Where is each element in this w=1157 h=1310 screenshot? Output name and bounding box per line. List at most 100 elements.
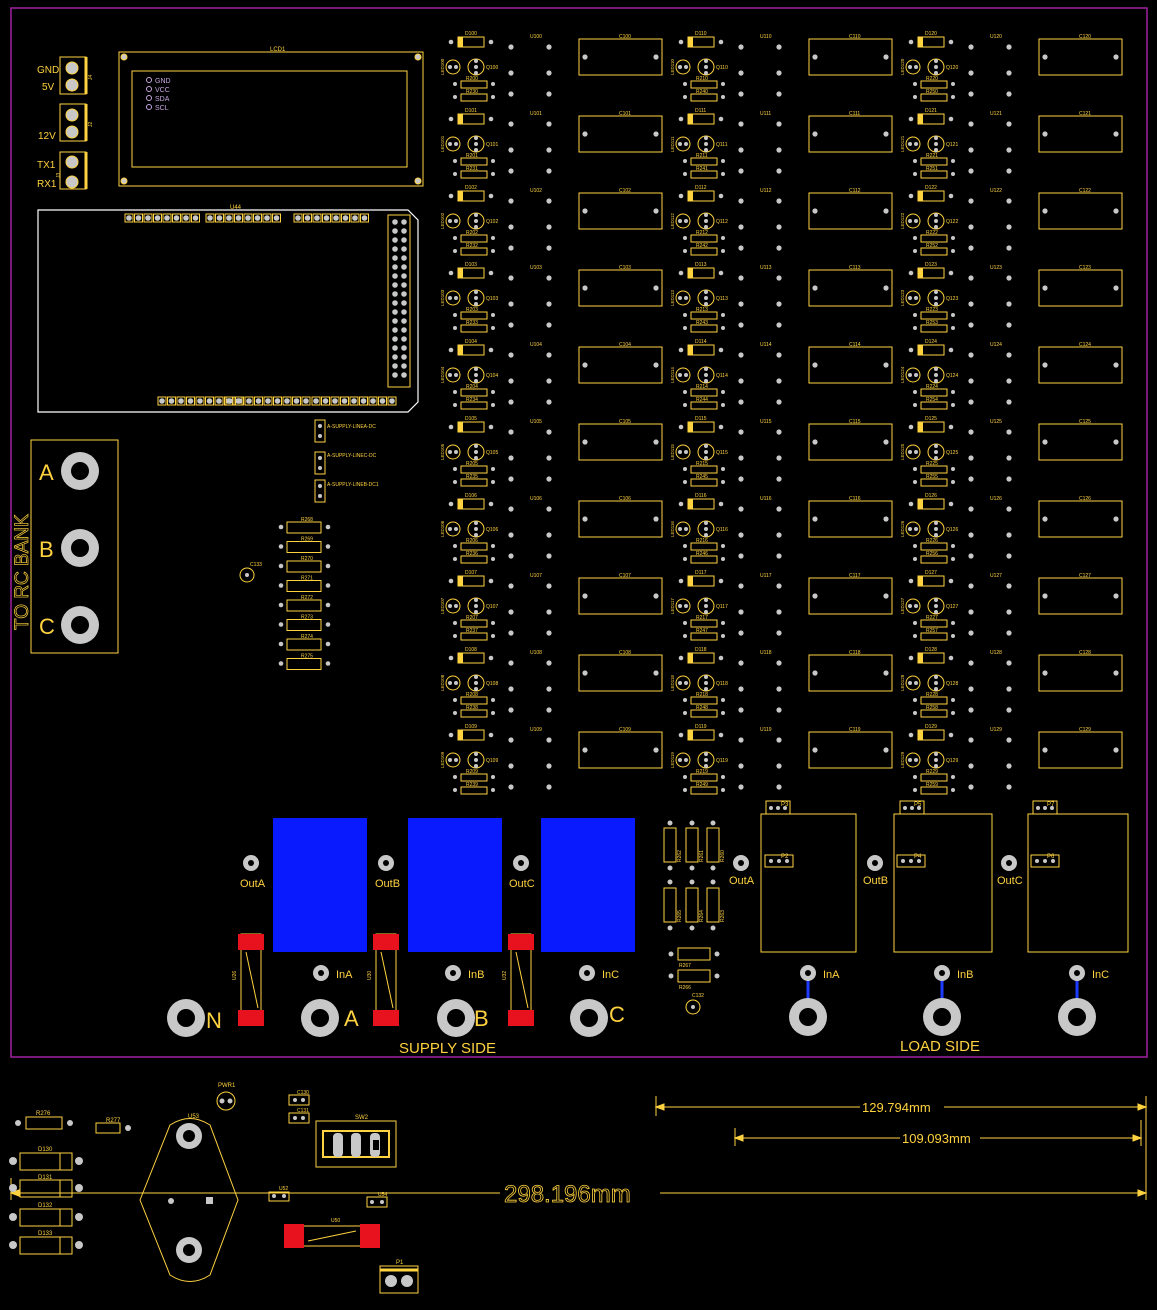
led-label: LED124 xyxy=(900,366,905,383)
mcu-pin-frame xyxy=(162,213,172,223)
ic-pad xyxy=(776,660,782,666)
resistor-pad xyxy=(491,775,495,779)
led-outline xyxy=(445,752,461,768)
capacitor-label: C127 xyxy=(1079,573,1091,579)
load-in-pads xyxy=(800,965,1085,981)
ic-pad xyxy=(738,399,744,405)
led-outline xyxy=(905,675,921,691)
resistor-pad xyxy=(683,634,687,638)
resistor-body xyxy=(690,555,718,564)
resistor-body xyxy=(920,401,948,410)
diode-label: D122 xyxy=(925,185,937,191)
transistor-label: Q110 xyxy=(716,65,728,71)
transistor-pin xyxy=(934,59,938,63)
mcu-header-pin xyxy=(392,246,398,252)
diode-pad xyxy=(488,578,494,584)
resistor-pad xyxy=(491,403,495,407)
fuse-u30: U30 xyxy=(367,971,373,980)
ic-label: U102 xyxy=(530,188,542,194)
ic-pad xyxy=(546,660,552,666)
mcu-pin xyxy=(226,215,232,221)
diode-cathode-band xyxy=(688,114,693,124)
ic-pad xyxy=(546,553,552,559)
diode-pad xyxy=(488,655,494,661)
resistor-body xyxy=(460,93,488,102)
resistor-pad xyxy=(951,403,955,407)
capacitor-body xyxy=(1038,346,1123,384)
mcu-pin xyxy=(284,398,290,404)
diode-pad xyxy=(908,270,914,276)
mcu-pin-frame xyxy=(167,396,176,406)
mcu-pin-frame xyxy=(330,396,340,406)
ic-pad xyxy=(968,275,974,281)
mcu-pin-frame xyxy=(153,213,162,223)
mcu-pin xyxy=(183,215,189,221)
resistor-body xyxy=(920,93,948,102)
capacitor-body xyxy=(1038,500,1123,538)
capacitor-body xyxy=(808,269,893,307)
mcu-pin xyxy=(274,398,281,404)
ic-pad xyxy=(546,301,552,307)
dim-129: 129.794mm xyxy=(862,1100,931,1115)
r263-label: R263 xyxy=(720,910,726,922)
transistor-pin xyxy=(474,598,478,602)
ic-pad xyxy=(1006,121,1012,127)
ic-pad xyxy=(776,147,782,153)
resistor-pad xyxy=(951,159,955,163)
resistor-label: R251 xyxy=(926,166,938,172)
mcu-pin xyxy=(197,398,203,404)
led-label: LED110 xyxy=(670,59,675,75)
ic-pad xyxy=(738,784,744,790)
ic-pad xyxy=(508,224,514,230)
resistor-body xyxy=(920,542,948,551)
mcu-pin xyxy=(246,398,252,404)
ic-pad xyxy=(508,245,514,251)
ic-label: U116 xyxy=(760,496,772,502)
mcu-pin xyxy=(154,215,161,221)
resistor-body xyxy=(690,234,718,243)
ic-pad xyxy=(546,455,552,461)
ic-pad xyxy=(968,784,974,790)
resistor-body xyxy=(460,157,488,166)
ic-pad xyxy=(776,532,782,538)
ic-label: U103 xyxy=(530,265,542,271)
ic-pad xyxy=(546,707,552,713)
resistor-body xyxy=(690,247,718,256)
connector-pads xyxy=(65,61,79,189)
ic-pad xyxy=(968,553,974,559)
ic-pad xyxy=(738,198,744,204)
resistor-pad xyxy=(951,788,955,792)
mcu-pin-frame xyxy=(143,213,153,223)
led-outline xyxy=(445,598,461,614)
transistor-pin xyxy=(934,450,938,454)
transistor-label: Q122 xyxy=(946,219,958,225)
resistor-pad xyxy=(721,711,725,715)
capacitor-pad xyxy=(653,747,659,753)
capacitor-body xyxy=(1038,38,1123,76)
c130-label: C130 xyxy=(297,1090,309,1096)
load-out-b: OutB xyxy=(863,875,888,887)
resistor-label: R221 xyxy=(926,153,938,159)
ic-label: U122 xyxy=(990,188,1002,194)
led-pad xyxy=(908,219,912,223)
mcu-pin-frame xyxy=(244,396,254,406)
resistor-pad xyxy=(453,557,457,561)
resistor-label: R258 xyxy=(926,705,938,711)
ic-pad xyxy=(776,429,782,435)
resistor-body xyxy=(690,157,718,166)
led-label: LED129 xyxy=(900,751,905,768)
mcu-pin-frame xyxy=(350,213,360,223)
transistor-pin xyxy=(934,533,938,537)
resistor-label: R259 xyxy=(926,782,938,788)
ladder-resistor-pad xyxy=(278,602,284,608)
transistor-label: Q116 xyxy=(716,527,728,533)
capacitor-body xyxy=(1038,115,1123,153)
ic-pad xyxy=(968,532,974,538)
transistor-label: Q104 xyxy=(486,373,498,379)
mcu-header-pin xyxy=(392,345,398,351)
led-outline xyxy=(905,598,921,614)
ic-pad xyxy=(968,583,974,589)
ic-pad xyxy=(738,44,744,50)
mcu-pin-frame xyxy=(301,396,311,406)
mcu-header-pin xyxy=(392,309,398,315)
